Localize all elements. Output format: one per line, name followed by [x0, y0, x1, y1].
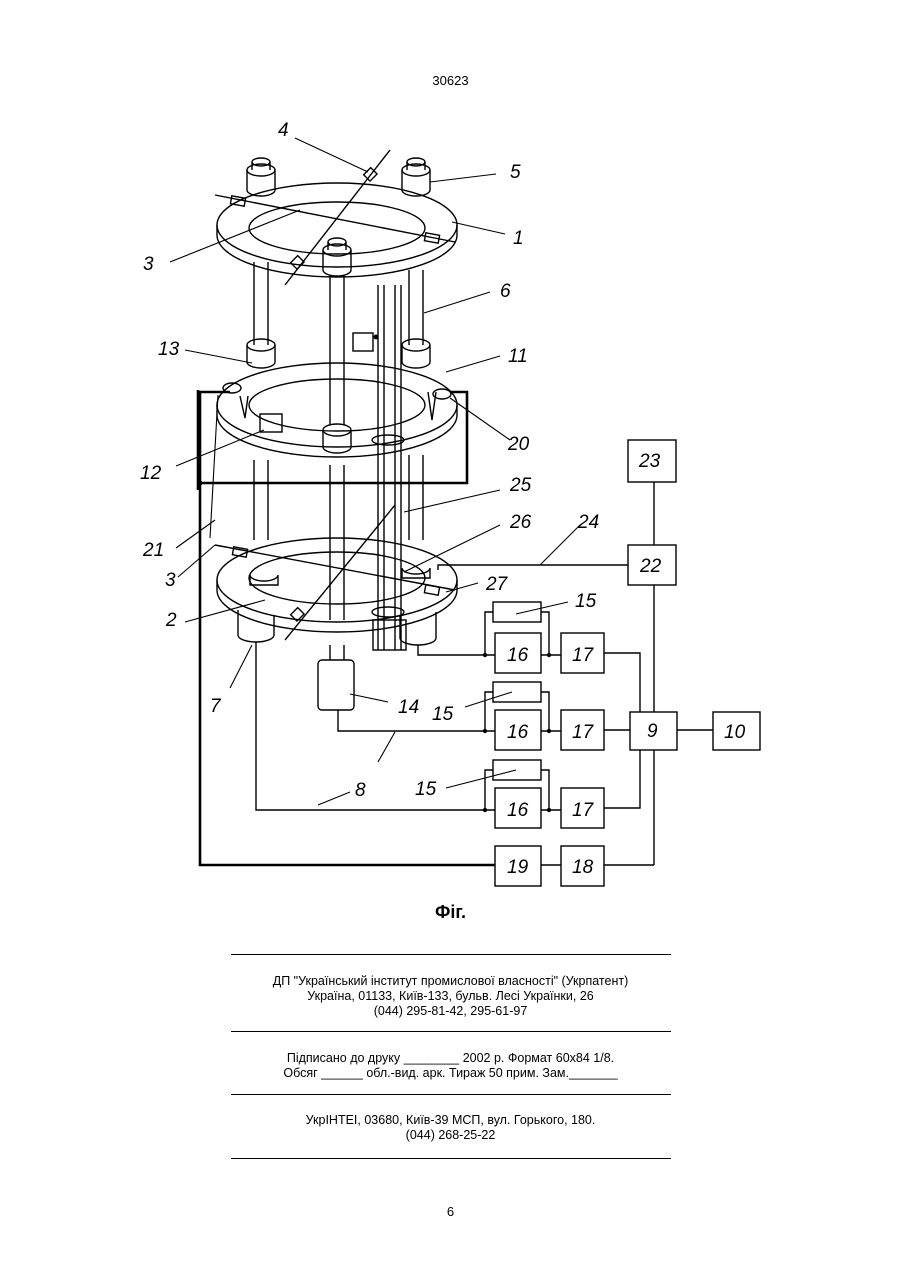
- label-15b: 15: [432, 704, 454, 725]
- bottom-ring: [215, 505, 457, 710]
- label-20: 20: [507, 434, 530, 455]
- print-volume: Обсяг ______ обл.-вид. арк. Тираж 50 при…: [0, 1066, 901, 1081]
- label-17a: 17: [572, 645, 595, 666]
- divider-2: [231, 1031, 671, 1032]
- divider-1: [231, 954, 671, 955]
- label-19: 19: [507, 857, 529, 878]
- label-26: 26: [509, 512, 532, 533]
- publisher-name: ДП "Український інститут промислової вла…: [0, 974, 901, 989]
- wiring: [198, 390, 713, 865]
- label-17c: 17: [572, 800, 595, 821]
- label-5: 5: [510, 162, 521, 183]
- label-11: 11: [508, 346, 528, 367]
- label-12: 12: [140, 463, 162, 484]
- label-22: 22: [639, 556, 662, 577]
- divider-3: [231, 1094, 671, 1095]
- label-17b: 17: [572, 722, 595, 743]
- label-21: 21: [142, 540, 164, 561]
- label-15c: 15: [415, 779, 437, 800]
- figure-labels: 4 5 1 3 6 13 11 20 12 25 24 26 21 3 27 2…: [140, 120, 746, 878]
- label-13: 13: [158, 339, 180, 360]
- top-ring: [215, 150, 457, 285]
- label-27: 27: [485, 574, 509, 595]
- publisher-block: ДП "Український інститут промислової вла…: [0, 974, 901, 1019]
- label-8: 8: [355, 780, 366, 801]
- label-24: 24: [577, 512, 599, 533]
- print-signed: Підписано до друку ________ 2002 р. Форм…: [0, 1051, 901, 1066]
- label-25: 25: [509, 475, 532, 496]
- label-14: 14: [398, 697, 419, 718]
- middle-ring: [217, 333, 457, 457]
- label-16a: 16: [507, 645, 529, 666]
- label-7: 7: [210, 696, 222, 717]
- label-23: 23: [638, 451, 661, 472]
- label-16c: 16: [507, 800, 529, 821]
- printer-phone: (044) 268-25-22: [0, 1128, 901, 1143]
- label-9: 9: [647, 721, 658, 742]
- print-info-block: Підписано до друку ________ 2002 р. Форм…: [0, 1051, 901, 1081]
- publisher-address: Україна, 01133, Київ-133, бульв. Лесі Ук…: [0, 989, 901, 1004]
- columns: [254, 262, 423, 650]
- label-1: 1: [513, 228, 524, 249]
- label-16b: 16: [507, 722, 529, 743]
- label-15a: 15: [575, 591, 597, 612]
- label-2: 2: [165, 610, 177, 631]
- divider-4: [231, 1158, 671, 1159]
- label-6: 6: [500, 281, 511, 302]
- label-18: 18: [572, 857, 594, 878]
- patent-figure-drawing: 4 5 1 3 6 13 11 20 12 25 24 26 21 3 27 2…: [0, 0, 901, 900]
- publisher-phone: (044) 295-81-42, 295-61-97: [0, 1004, 901, 1019]
- figure-caption: Фіг.: [0, 902, 901, 923]
- printer-block: УкрІНТЕІ, 03680, Київ-39 МСП, вул. Горьк…: [0, 1113, 901, 1143]
- label-3b: 3: [165, 570, 176, 591]
- label-10: 10: [724, 722, 746, 743]
- label-3a: 3: [143, 254, 154, 275]
- printer-address: УкрІНТЕІ, 03680, Київ-39 МСП, вул. Горьк…: [0, 1113, 901, 1128]
- label-4: 4: [278, 120, 289, 141]
- page-number: 6: [0, 1204, 901, 1219]
